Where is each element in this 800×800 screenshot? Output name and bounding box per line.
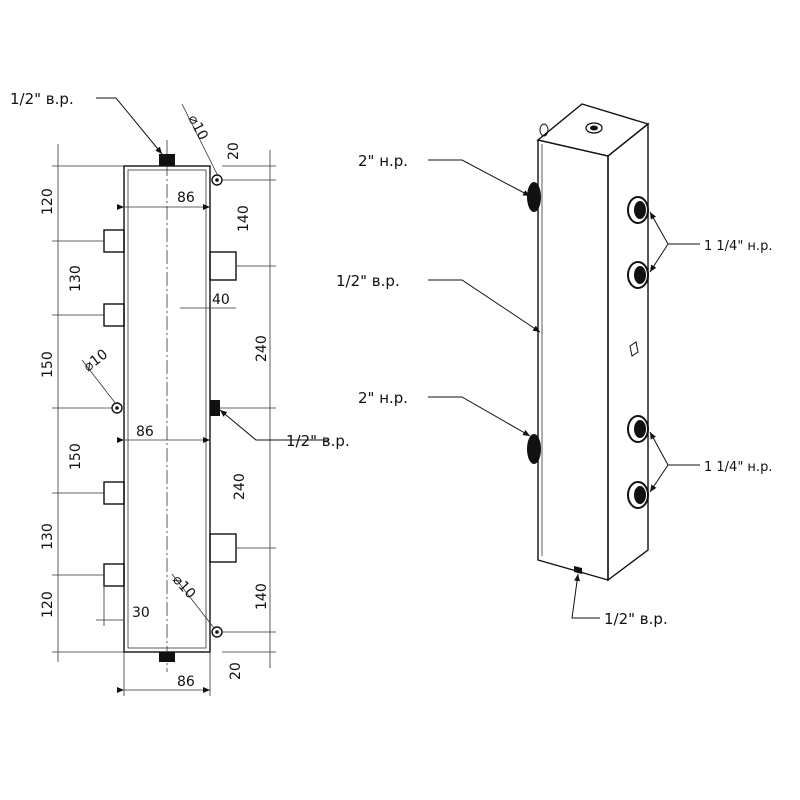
dim-left-150-bot: 150	[68, 443, 84, 470]
iso-side-face	[607, 122, 649, 582]
dim-stub-40: 40	[212, 292, 230, 308]
top-port-callout: 1/2" в.р.	[10, 90, 74, 108]
top-port	[159, 154, 175, 166]
iso-top-lug	[539, 123, 549, 137]
dim-right-240-bot: 240	[232, 473, 248, 500]
iso-lower-2in-leader	[428, 396, 531, 437]
side-port	[210, 400, 220, 416]
dim-left-130-top: 130	[68, 265, 84, 292]
side-port-callout: 1/2" в.р.	[286, 432, 350, 450]
dim-right-140-bot: 140	[254, 583, 270, 610]
iso-lower-114-callout: 1 1/4" н.р.	[704, 460, 772, 475]
iso-upper-2in-callout: 2" н.р.	[358, 152, 408, 170]
bottom-port	[159, 652, 175, 662]
iso-upper-2in-leader	[428, 159, 531, 197]
side-port-leader	[219, 409, 328, 441]
dim-right-240-top: 240	[254, 335, 270, 362]
iso-lower-2in-callout: 2" н.р.	[358, 389, 408, 407]
iso-mid-half-callout: 1/2" в.р.	[336, 272, 400, 290]
dim-width-top: 86	[177, 190, 195, 206]
dim-left-120-bot: 120	[40, 591, 56, 618]
dim-right-20-top: 20	[226, 142, 242, 160]
dim-diameter-mid: ⌀10	[81, 346, 112, 375]
iso-114-ports	[627, 196, 649, 509]
iso-lower-114-leader-a	[649, 431, 700, 466]
dim-left-150-top: 150	[40, 351, 56, 378]
front-view: ⌀10 ⌀10 ⌀10 120 130 150 150 130 120 20 1…	[10, 90, 350, 696]
iso-upper-114-leader-b	[649, 243, 669, 273]
dim-right-140-top: 140	[236, 205, 252, 232]
iso-view: 2" н.р. 1/2" в.р. 2" н.р. 1 1/4" н.р. 1 …	[336, 103, 772, 628]
dim-width-mid: 86	[136, 424, 154, 440]
dim-stub-30: 30	[132, 605, 150, 621]
iso-mid-lug	[629, 341, 639, 357]
dim-right-20-bot: 20	[228, 662, 244, 680]
iso-front-face	[537, 139, 609, 581]
iso-2in-ports	[527, 182, 541, 464]
dim-diameter-top: ⌀10	[184, 112, 210, 143]
diameter-leaders	[81, 103, 219, 629]
top-port-leader	[96, 97, 163, 155]
iso-lower-114-leader-b	[649, 464, 669, 493]
dim-left-130-bot: 130	[40, 523, 56, 550]
iso-bottom-callout: 1/2" в.р.	[604, 610, 668, 628]
dim-left-120-top: 120	[40, 188, 56, 215]
right-dimension-lines	[220, 150, 276, 668]
iso-upper-114-callout: 1 1/4" н.р.	[704, 239, 772, 254]
iso-upper-114-leader-a	[649, 211, 700, 245]
width-dimension-lines	[96, 204, 236, 696]
dim-width-bot: 86	[177, 674, 195, 690]
iso-bottom-leader	[571, 573, 600, 619]
iso-bottom-port	[574, 566, 582, 574]
iso-mid-half-leader	[428, 279, 541, 333]
left-dimension-lines	[52, 144, 124, 662]
